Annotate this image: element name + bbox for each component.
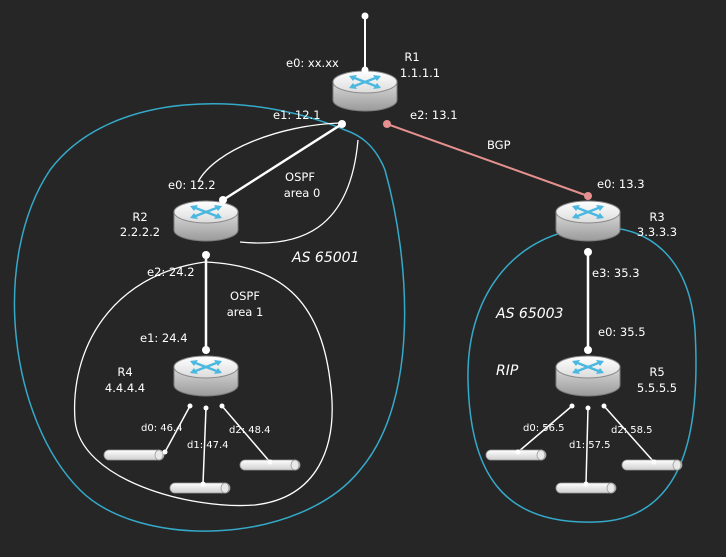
- r1-e1-label: e1: 12.1: [273, 108, 321, 122]
- router-r2-name: R2: [132, 210, 147, 224]
- router-r4-id: 4.4.4.4: [105, 381, 145, 395]
- bgp-link-r1-r3: [386, 123, 589, 197]
- as-65001-boundary: [13, 102, 406, 532]
- link-r1-r2: [222, 122, 343, 202]
- router-r3-name: R3: [649, 210, 664, 224]
- ospf-area0-label-line1: OSPF: [285, 170, 315, 184]
- ospf-area0-label-line2: area 0: [284, 186, 321, 200]
- r4-d0-label: d0: 46.4: [141, 423, 183, 434]
- ospf-area-1-boundary: [73, 261, 333, 507]
- router-r3-id: 3.3.3.3: [637, 225, 677, 239]
- r1-e2-label: e2: 13.1: [410, 108, 458, 122]
- r5-e0-label: e0: 35.5: [598, 325, 646, 339]
- router-r1-icon: [331, 69, 399, 113]
- r5-d1-label: d1: 57.5: [569, 440, 611, 451]
- as-65003-label: AS 65003: [495, 306, 563, 322]
- ospf-area1-label-line1: OSPF: [230, 289, 260, 303]
- router-r2-id: 2.2.2.2: [120, 225, 160, 239]
- as-65003-boundary: [467, 226, 697, 523]
- interface-dots: [162, 12, 657, 487]
- ospf-area1-label-line2: area 1: [227, 305, 264, 319]
- r5-d0-label: d0: 56.5: [523, 423, 565, 434]
- network-d0-r4-icon: [103, 449, 165, 461]
- router-r3-icon: [554, 199, 622, 243]
- router-r4-icon: [172, 354, 240, 398]
- router-r5-icon: [554, 354, 622, 398]
- as-65001-label: AS 65001: [291, 250, 359, 266]
- router-r5-id: 5.5.5.5: [637, 381, 677, 395]
- r1-e0-label: e0: xx.xx: [286, 56, 339, 70]
- router-r2-icon: [172, 199, 240, 243]
- router-r1-id: 1.1.1.1: [400, 66, 440, 80]
- r3-e0-label: e0: 13.3: [597, 177, 645, 191]
- r2-e0-label: e0: 12.2: [168, 178, 216, 192]
- router-r1-name: R1: [404, 50, 419, 64]
- r2-e2-label: e2: 24.2: [147, 265, 195, 279]
- network-d1-r4-icon: [169, 482, 231, 494]
- bgp-interface-dots: [383, 120, 592, 200]
- r4-d2-label: d2: 48.4: [229, 425, 271, 436]
- r5-d2-label: d2: 58.5: [611, 425, 653, 436]
- router-r4-name: R4: [117, 365, 132, 379]
- bgp-label: BGP: [487, 138, 511, 152]
- ospf-area-0-boundary: [197, 122, 359, 244]
- r4-stub-links: [164, 405, 271, 485]
- r5-stub-links: [517, 405, 655, 485]
- router-r5-name: R5: [649, 365, 664, 379]
- r3-e3-label: e3: 35.3: [592, 266, 640, 280]
- r4-e1-label: e1: 24.4: [140, 331, 188, 345]
- r4-d1-label: d1: 47.4: [187, 440, 229, 451]
- rip-label: RIP: [496, 363, 519, 379]
